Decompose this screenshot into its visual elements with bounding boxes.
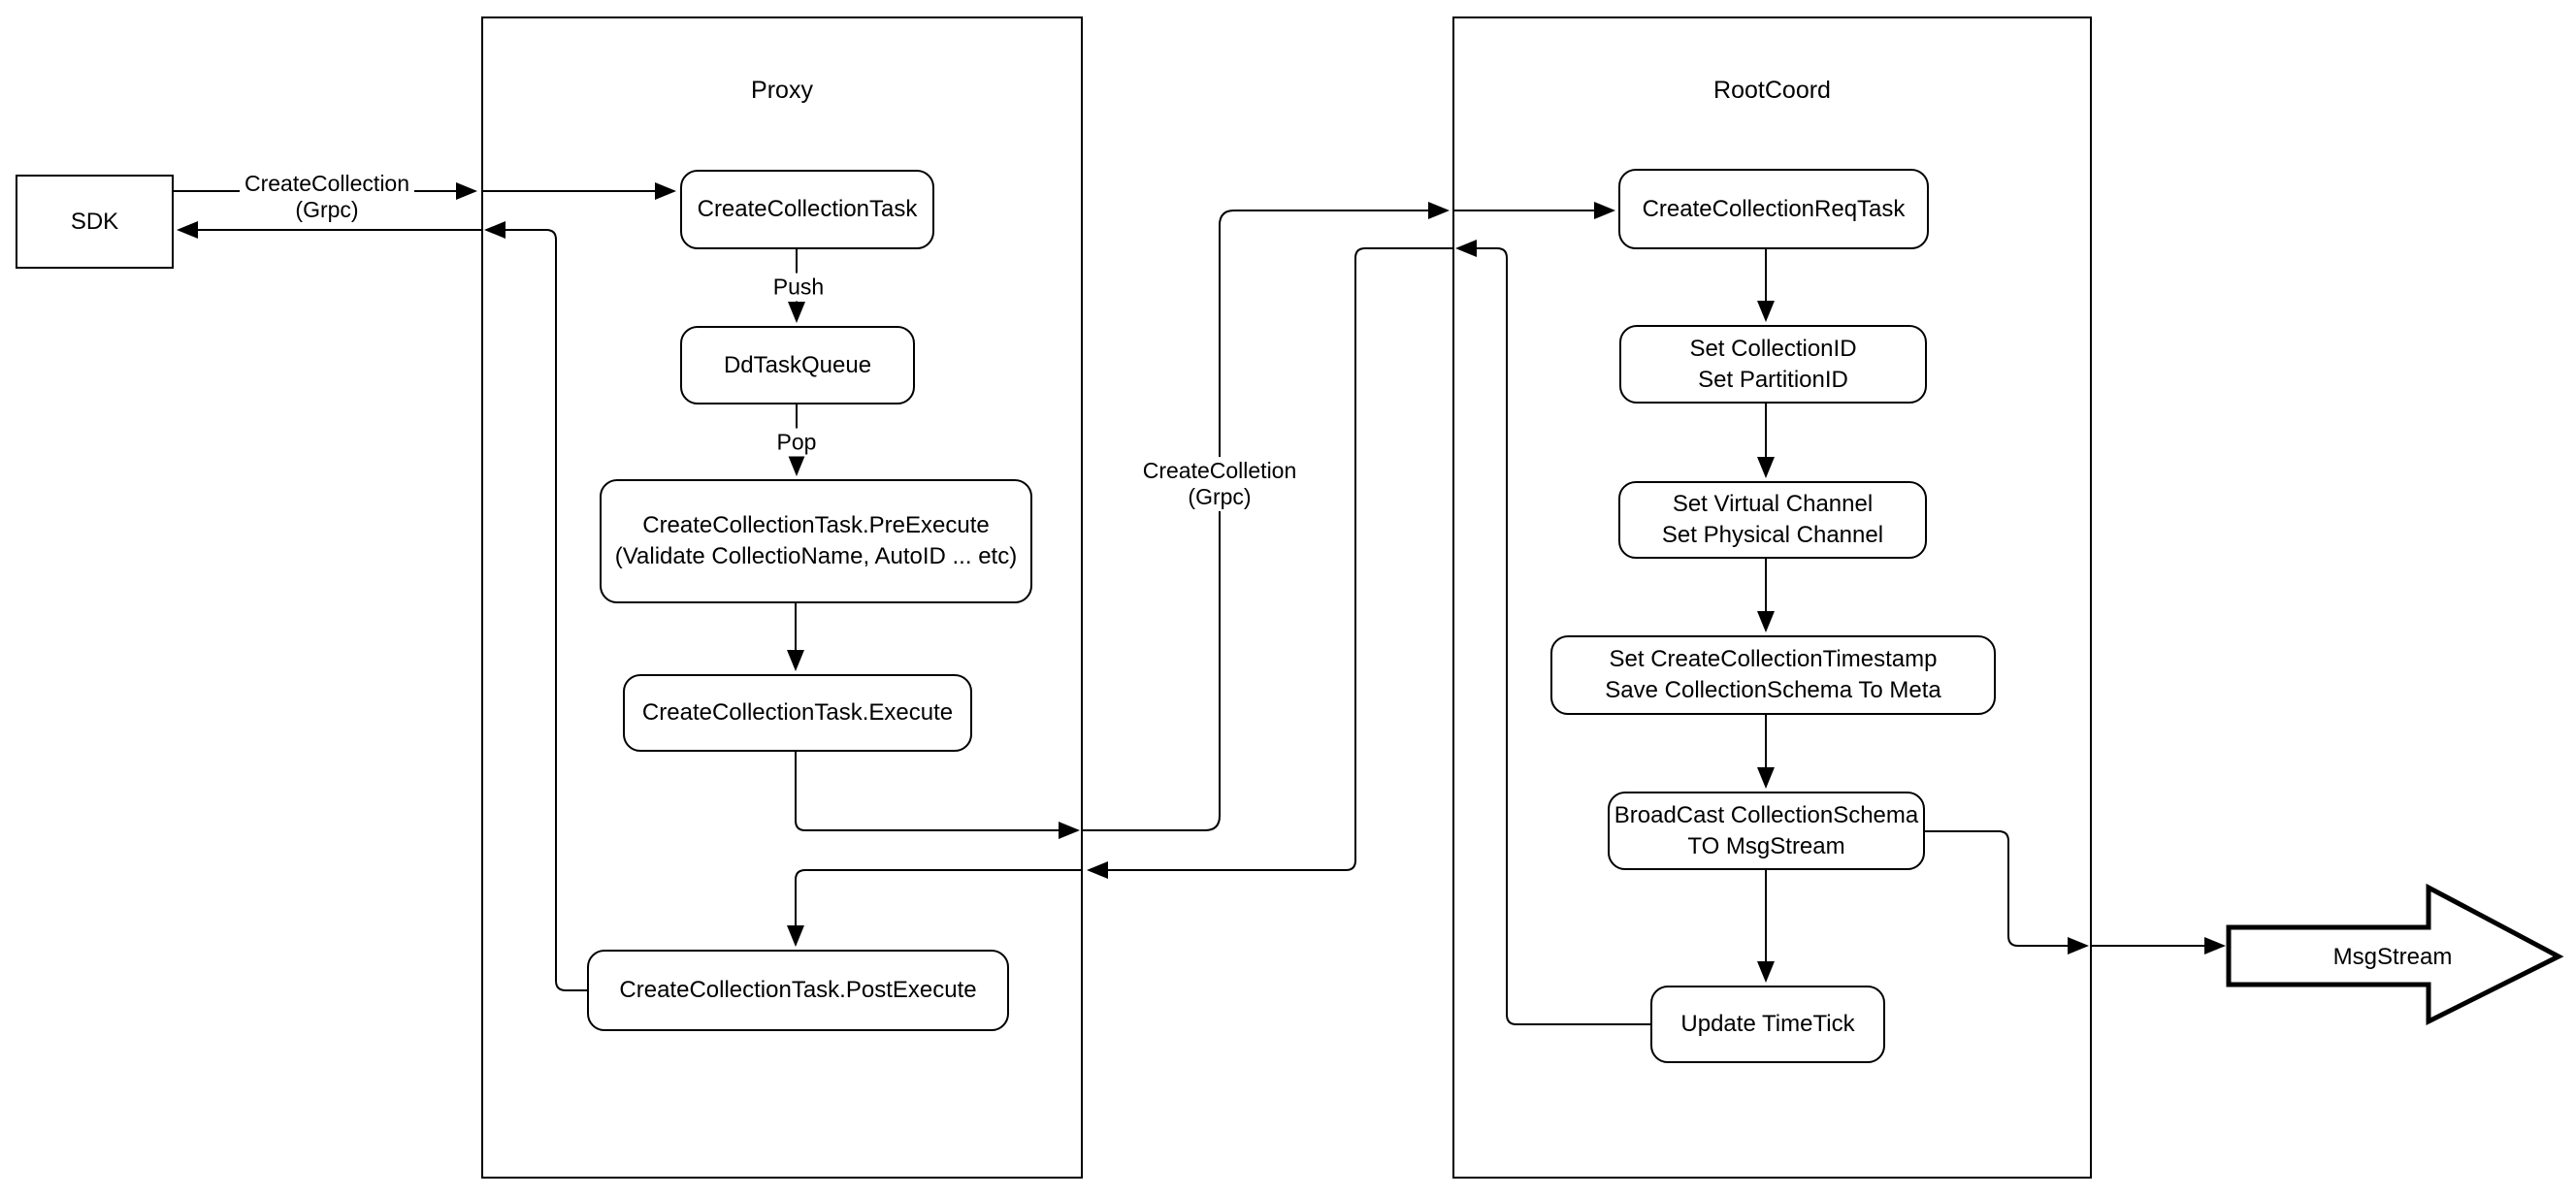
set-channels-node[interactable]: Set Virtual Channel Set Physical Channel bbox=[1618, 481, 1927, 559]
rootcoord-container[interactable]: RootCoord bbox=[1452, 16, 2092, 1179]
edge-label-createcolletion-grpc-line1: CreateColletion bbox=[1142, 458, 1297, 483]
set-ids-node[interactable]: Set CollectionID Set PartitionID bbox=[1619, 325, 1927, 404]
edge-label-pop[interactable]: Pop bbox=[771, 428, 822, 457]
edge-proxy-border-to-rootcoord-border bbox=[1083, 202, 1450, 831]
set-ids-label-line2: Set PartitionID bbox=[1698, 366, 1848, 393]
pre-execute-label-line2: (Validate CollectioName, AutoID ... etc) bbox=[614, 543, 1018, 569]
edge-label-create-collection-grpc-line1: CreateCollection bbox=[244, 171, 410, 196]
pre-execute-node[interactable]: CreateCollectionTask.PreExecute (Validat… bbox=[600, 479, 1032, 603]
create-collection-task-node[interactable]: CreateCollectionTask bbox=[680, 170, 934, 249]
set-ids-label-line1: Set CollectionID bbox=[1689, 335, 1857, 362]
create-collection-req-task-node[interactable]: CreateCollectionReqTask bbox=[1618, 169, 1929, 249]
sdk-node[interactable]: SDK bbox=[16, 175, 174, 269]
edge-rootcoord-border-to-proxy-border bbox=[1087, 247, 1452, 879]
dd-task-queue-node[interactable]: DdTaskQueue bbox=[680, 326, 915, 404]
proxy-container[interactable]: Proxy bbox=[481, 16, 1083, 1179]
edge-label-push[interactable]: Push bbox=[767, 273, 830, 302]
edge-label-create-collection-grpc[interactable]: CreateCollection (Grpc) bbox=[239, 170, 415, 224]
pre-execute-label-line1: CreateCollectionTask.PreExecute bbox=[642, 512, 990, 538]
dd-task-queue-label: DdTaskQueue bbox=[723, 351, 872, 378]
post-execute-node[interactable]: CreateCollectionTask.PostExecute bbox=[587, 950, 1009, 1031]
set-timestamp-save-meta-node[interactable]: Set CreateCollectionTimestamp Save Colle… bbox=[1550, 635, 1996, 715]
edge-label-create-collection-grpc-line2: (Grpc) bbox=[295, 197, 359, 222]
broadcast-schema-label-line1: BroadCast CollectionSchema bbox=[1614, 801, 1919, 828]
create-collection-task-label: CreateCollectionTask bbox=[697, 196, 918, 222]
proxy-container-title: Proxy bbox=[751, 77, 813, 104]
set-channels-label-line1: Set Virtual Channel bbox=[1672, 491, 1874, 517]
update-timetick-label: Update TimeTick bbox=[1680, 1011, 1855, 1037]
set-channels-label-line2: Set Physical Channel bbox=[1661, 522, 1884, 548]
set-timestamp-label-line2: Save CollectionSchema To Meta bbox=[1605, 677, 1941, 703]
update-timetick-node[interactable]: Update TimeTick bbox=[1650, 986, 1885, 1063]
sdk-node-label: SDK bbox=[70, 208, 119, 235]
edge-label-createcolletion-grpc-line2: (Grpc) bbox=[1188, 484, 1252, 509]
post-execute-label: CreateCollectionTask.PostExecute bbox=[619, 977, 977, 1003]
broadcast-schema-node[interactable]: BroadCast CollectionSchema TO MsgStream bbox=[1608, 792, 1925, 870]
edge-label-createcolletion-grpc[interactable]: CreateColletion (Grpc) bbox=[1137, 457, 1302, 511]
msgstream-label: MsgStream bbox=[2332, 944, 2453, 970]
rootcoord-container-title: RootCoord bbox=[1713, 77, 1831, 104]
broadcast-schema-label-line2: TO MsgStream bbox=[1687, 832, 1845, 859]
set-timestamp-label-line1: Set CreateCollectionTimestamp bbox=[1609, 646, 1938, 672]
execute-node[interactable]: CreateCollectionTask.Execute bbox=[623, 674, 972, 752]
create-collection-req-task-label: CreateCollectionReqTask bbox=[1642, 195, 1906, 222]
execute-label: CreateCollectionTask.Execute bbox=[641, 699, 954, 726]
